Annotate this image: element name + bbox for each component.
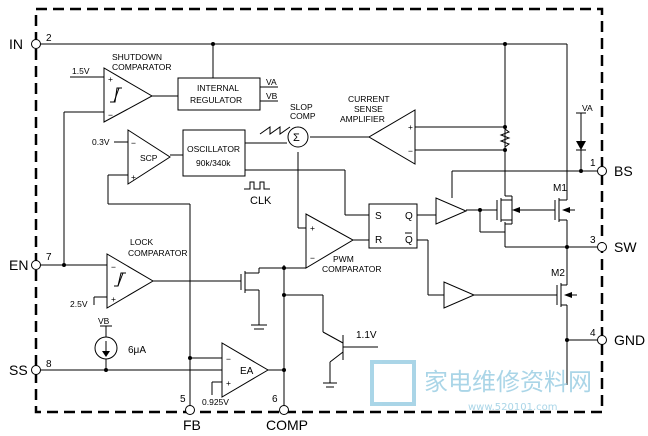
ic-boundary bbox=[34, 7, 604, 414]
pin-gnd: GND 4 bbox=[590, 328, 645, 348]
error-amplifier: EA − + 0.925V bbox=[202, 342, 269, 407]
pin-ss-number: 8 bbox=[46, 359, 52, 370]
high-side-driver bbox=[435, 197, 468, 225]
shutdown-comparator: + − SHUTDOWN COMPARATOR 1.5V bbox=[72, 52, 172, 123]
scp-comparator: SCP − + 0.3V bbox=[92, 129, 171, 185]
pin-en-number: 7 bbox=[46, 252, 52, 263]
low-side-driver bbox=[443, 281, 476, 309]
slope-label-2: COMP bbox=[290, 111, 316, 121]
svg-text:+: + bbox=[111, 294, 116, 304]
wires bbox=[40, 42, 597, 406]
current-sense-label-3: AMPLIFIER bbox=[340, 114, 385, 124]
watermark-url: www.520101.com bbox=[468, 402, 558, 413]
oscillator: OSCILLATOR 90k/340k CLK bbox=[182, 129, 272, 207]
pin-in-label: IN bbox=[9, 36, 23, 52]
sr-q: Q bbox=[405, 211, 413, 222]
svg-text:−: − bbox=[310, 253, 315, 263]
svg-text:+: + bbox=[226, 378, 231, 388]
pin-comp: COMP 6 bbox=[266, 394, 308, 433]
shutdown-label-1: SHUTDOWN bbox=[112, 52, 162, 62]
pwm-comparator: + − PWM COMPARATOR bbox=[305, 213, 382, 274]
pin-ss-label: SS bbox=[9, 362, 28, 378]
lock-transistor bbox=[240, 268, 267, 330]
clamp-transistor: 1.1V bbox=[322, 330, 378, 388]
pin-comp-label: COMP bbox=[266, 417, 308, 433]
m2-mosfet: M2 bbox=[551, 268, 577, 310]
pin-bs-number: 1 bbox=[590, 158, 596, 169]
svg-text:+: + bbox=[310, 223, 315, 233]
lock-ref: 2.5V bbox=[70, 299, 88, 309]
regulator-label-2: REGULATOR bbox=[190, 95, 242, 105]
watermark-text: 家电维修资料网 bbox=[424, 368, 592, 396]
lock-comparator: − + LOCK COMPARATOR 2.5V bbox=[70, 237, 188, 309]
current-sense-label-1: CURRENT bbox=[348, 94, 390, 104]
oscillator-label-1: OSCILLATOR bbox=[187, 144, 240, 154]
clamp-label: 1.1V bbox=[356, 330, 377, 341]
svg-text:+: + bbox=[131, 172, 136, 182]
ea-ref: 0.925V bbox=[202, 397, 229, 407]
shutdown-label-2: COMPARATOR bbox=[112, 62, 172, 72]
current-source: VB 6μA bbox=[94, 316, 146, 370]
current-sense-amplifier: + − CURRENT SENSE AMPLIFIER bbox=[340, 94, 505, 165]
watermark-logo-icon bbox=[370, 360, 416, 406]
va-top-label: VA bbox=[582, 103, 593, 113]
clk-label: CLK bbox=[250, 195, 272, 207]
svg-text:−: − bbox=[111, 262, 116, 272]
pin-fb: FB 5 bbox=[180, 394, 201, 433]
sum-symbol: Σ bbox=[293, 132, 300, 144]
pin-comp-number: 6 bbox=[272, 394, 278, 405]
source-vb-label: VB bbox=[98, 316, 110, 326]
pin-fb-label: FB bbox=[183, 417, 201, 433]
scp-ref: 0.3V bbox=[92, 137, 110, 147]
pin-sw: SW 3 bbox=[590, 235, 637, 255]
pin-sw-label: SW bbox=[614, 239, 637, 255]
regulator-va: VA bbox=[266, 77, 277, 87]
current-source-value: 6μA bbox=[128, 345, 146, 356]
sr-r: R bbox=[375, 235, 382, 246]
current-sense-label-2: SENSE bbox=[354, 104, 383, 114]
svg-text:+: + bbox=[408, 122, 413, 132]
pin-in-number: 2 bbox=[46, 33, 52, 44]
m1-mosfet: M1 bbox=[553, 183, 575, 224]
regulator-label-1: INTERNAL bbox=[197, 83, 239, 93]
pwm-label-1: PWM bbox=[333, 254, 354, 264]
svg-text:−: − bbox=[108, 110, 113, 120]
sr-latch: S R Q Q bbox=[368, 203, 418, 249]
pwm-label-2: COMPARATOR bbox=[322, 264, 382, 274]
svg-text:−: − bbox=[131, 138, 136, 148]
svg-text:+: + bbox=[108, 74, 113, 84]
internal-regulator: INTERNAL REGULATOR VA VB bbox=[177, 77, 278, 111]
sense-mosfet bbox=[496, 195, 520, 225]
sr-qbar: Q bbox=[405, 235, 413, 246]
oscillator-label-2: 90k/340k bbox=[196, 158, 231, 168]
pin-bs-label: BS bbox=[614, 163, 633, 179]
scp-label: SCP bbox=[140, 153, 158, 163]
ea-label: EA bbox=[240, 366, 254, 377]
m1-label: M1 bbox=[553, 183, 567, 194]
pin-sw-number: 3 bbox=[590, 235, 596, 246]
slope-label-1: SLOP bbox=[290, 102, 313, 112]
pin-bs: BS 1 bbox=[590, 158, 633, 179]
sense-resistor bbox=[499, 127, 511, 150]
lock-label-1: LOCK bbox=[130, 237, 153, 247]
bootstrap-diode: VA bbox=[576, 103, 593, 151]
pin-en-label: EN bbox=[9, 257, 28, 273]
svg-text:−: − bbox=[408, 146, 413, 156]
sr-s: S bbox=[375, 211, 382, 222]
shutdown-ref: 1.5V bbox=[72, 66, 90, 76]
pin-en: EN 7 bbox=[9, 252, 52, 273]
svg-text:−: − bbox=[226, 354, 231, 364]
pin-gnd-number: 4 bbox=[590, 328, 596, 339]
pin-fb-number: 5 bbox=[180, 394, 186, 405]
m2-label: M2 bbox=[551, 268, 565, 279]
regulator-vb: VB bbox=[266, 91, 278, 101]
pin-gnd-label: GND bbox=[614, 332, 645, 348]
pin-in: IN 2 bbox=[9, 33, 52, 52]
pin-ss: SS 8 bbox=[9, 359, 52, 378]
watermark: 家电维修资料网 www.520101.com bbox=[370, 360, 592, 413]
lock-label-2: COMPARATOR bbox=[128, 248, 188, 258]
slope-comp: SLOP COMP Σ bbox=[259, 102, 316, 148]
